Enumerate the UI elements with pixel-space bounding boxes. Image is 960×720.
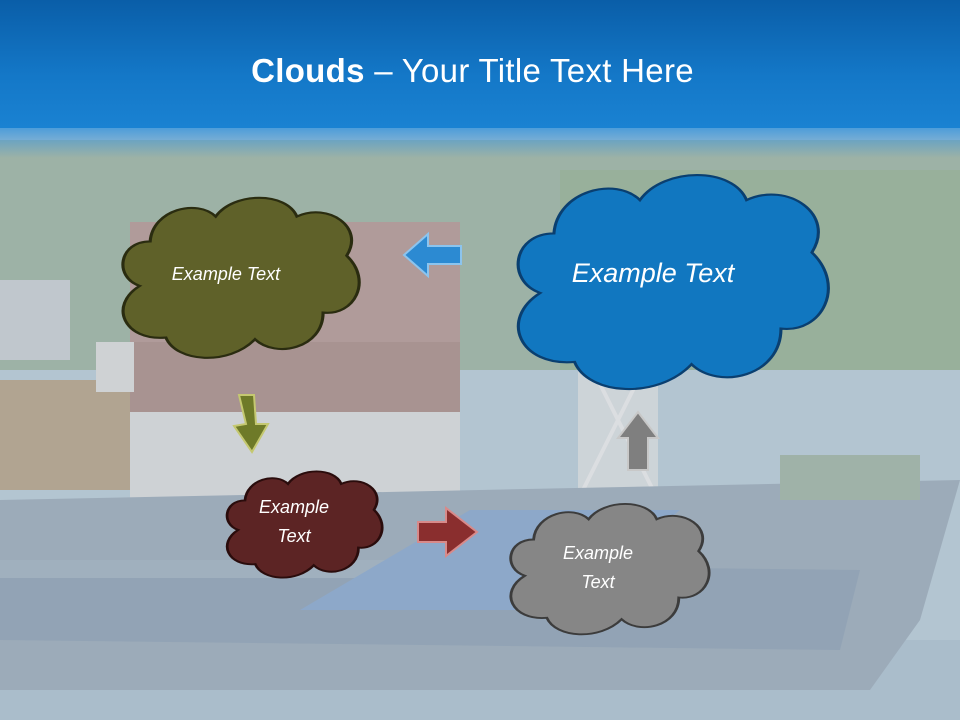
arrow-left-icon[interactable] (402, 231, 462, 279)
arrow-right-icon[interactable] (417, 505, 479, 559)
title-separator: – (364, 52, 402, 89)
slide-title[interactable]: Clouds – Your Title Text Here (0, 52, 945, 90)
arrow-down-icon[interactable] (232, 394, 270, 454)
cloud-olive-text: Example Text (171, 264, 281, 284)
title-rest: Your Title Text Here (401, 52, 694, 89)
title-bold: Clouds (251, 52, 365, 89)
cloud-blue-text: Example Text (571, 258, 735, 288)
cloud-gray-text: Example Text (562, 543, 634, 592)
title-fade (0, 128, 960, 158)
title-bar (0, 0, 960, 128)
cloud-maroon-text: Example Text (258, 497, 330, 546)
arrow-up-icon[interactable] (615, 410, 661, 471)
